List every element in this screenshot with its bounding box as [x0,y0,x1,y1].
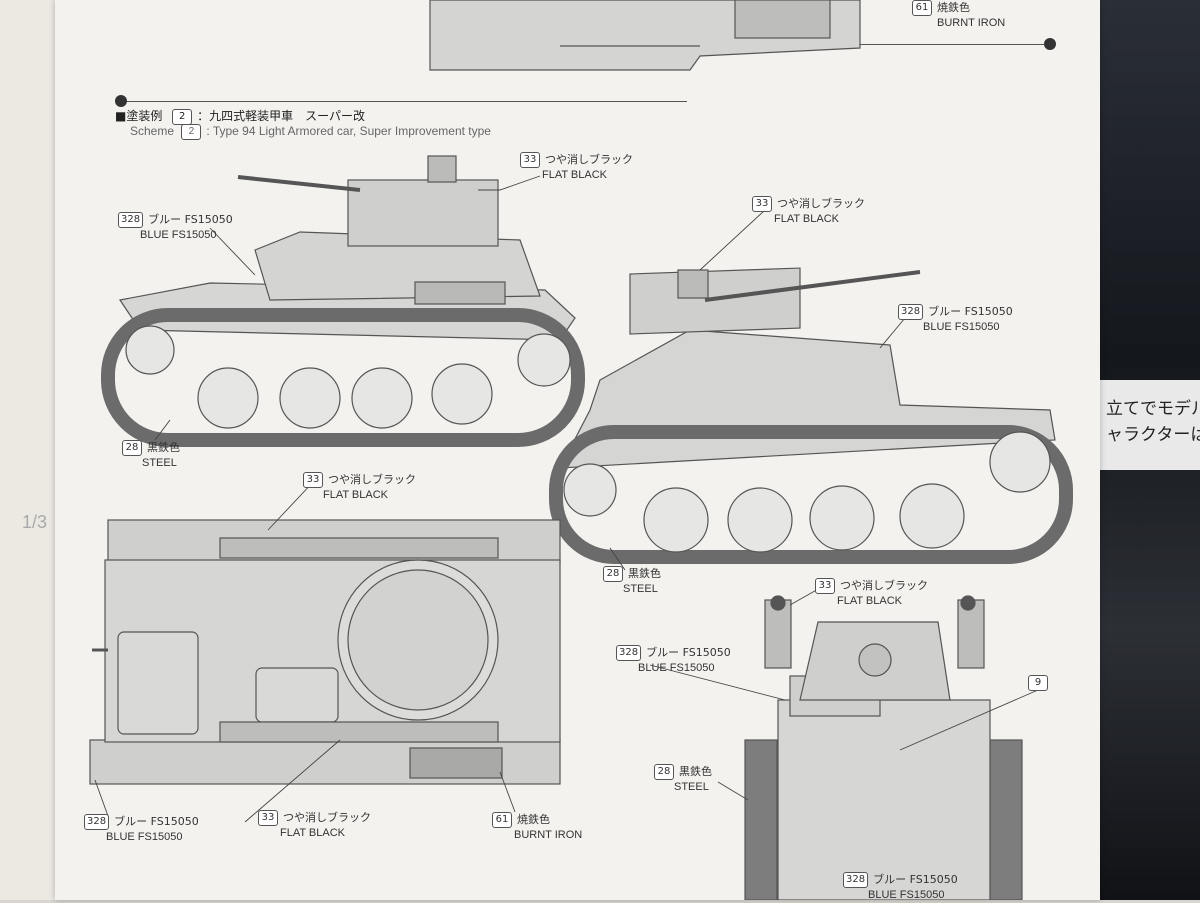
previous-scheme-vehicle [429,0,861,71]
callout-front-nine: 9 [1028,675,1053,691]
divider-line [127,101,687,102]
divider-dot-right [1044,38,1056,50]
side-view-vehicle [101,155,585,447]
front-view-vehicle [744,595,1023,900]
top-view-vehicle [89,519,561,785]
right-box-label: 立てでモデルで ャラクターは [1100,380,1200,470]
left-page-fragment: 1/3 [22,512,48,532]
callout-leader-lines [94,175,1039,823]
background-right-box: 立てでモデルで ャラクターは [1080,0,1200,900]
perspective-view-vehicle [549,267,1073,564]
divider-dot-left [115,95,127,107]
scheme-title: ■塗装例 2：九四式軽装甲車 スーパー改 [115,108,366,125]
scheme-subtitle: Scheme 2: Type 94 Light Armored car, Sup… [130,124,491,140]
